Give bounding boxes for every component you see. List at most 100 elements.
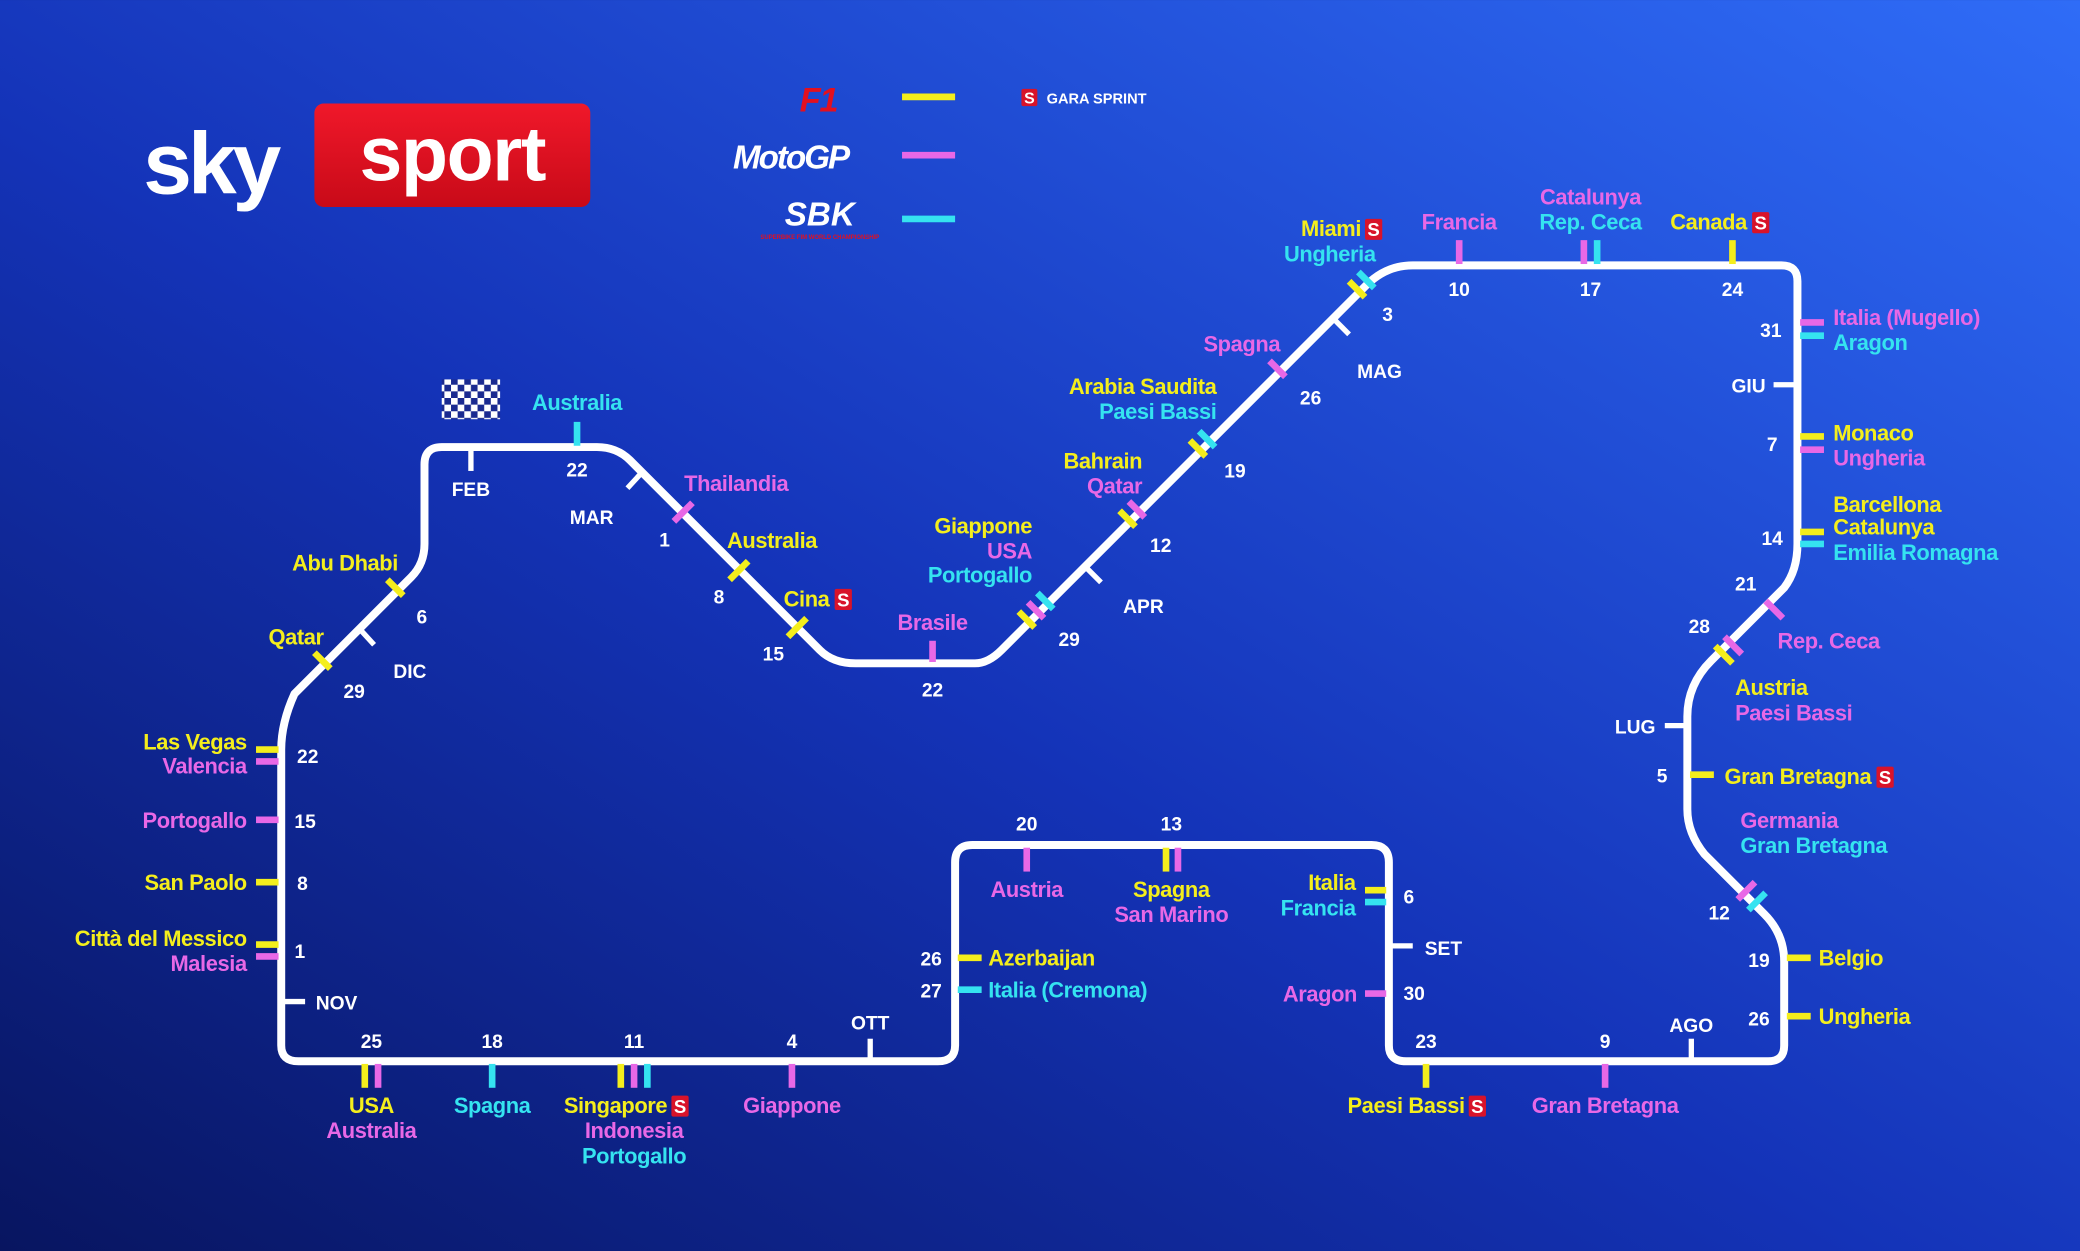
date-label: 20: [1016, 814, 1037, 835]
race-label: Gran Bretagna: [1532, 1093, 1680, 1118]
date-label: 11: [624, 1032, 645, 1053]
date-label: 27: [920, 982, 941, 1003]
race-label: Miami: [1301, 216, 1361, 241]
race-label: Giappone: [934, 513, 1032, 538]
race-label: Gran Bretagna: [1740, 833, 1888, 858]
race-label: Ungheria: [1819, 1004, 1912, 1029]
race-tick-sbk: [1196, 428, 1218, 450]
sprint-badge-icon: [1468, 1095, 1486, 1117]
race-label: Australia: [532, 390, 623, 415]
race-label: Giappone: [743, 1093, 841, 1118]
race-label: Paesi Bassi: [1735, 700, 1852, 725]
race-tick-motogp: [671, 500, 695, 524]
date-label: 22: [922, 680, 943, 701]
race-tick-f1: [1712, 643, 1735, 666]
race-label: Catalunya: [1833, 515, 1935, 540]
date-label: 19: [1748, 951, 1769, 972]
race-label: Arabia Saudita: [1069, 374, 1218, 399]
race-label: Città del Messico: [75, 926, 247, 951]
race-tick-f1: [312, 650, 333, 671]
date-label: 5: [1657, 767, 1668, 788]
sprint-badge-icon: [1021, 88, 1038, 107]
race-label: Rep. Ceca: [1778, 629, 1881, 654]
date-label: 26: [1300, 389, 1321, 410]
date-label: 29: [343, 682, 364, 703]
race-label: Ungheria: [1833, 446, 1926, 471]
race-label: Thailandia: [684, 471, 789, 496]
race-tick-f1: [727, 558, 751, 583]
checkered-flag-icon: [441, 379, 501, 420]
race-label: Portogallo: [582, 1143, 686, 1168]
race-label: Las Vegas: [143, 730, 247, 755]
sprint-badge-icon: [671, 1095, 689, 1117]
month-label: FEB: [452, 480, 490, 501]
race-label: San Marino: [1114, 902, 1228, 927]
sprint-badge-icon: [1876, 766, 1894, 788]
race-label: Emilia Romagna: [1833, 540, 1999, 565]
sprint-badge-letter: S: [1471, 1096, 1483, 1117]
sky-sport-logo: sky sport: [143, 103, 591, 213]
race-label: Qatar: [1087, 474, 1143, 499]
race-tick-motogp: [1126, 499, 1148, 520]
race-label: Austria: [1735, 675, 1809, 700]
month-tick: [1331, 316, 1351, 337]
race-label: Spagna: [454, 1093, 532, 1118]
race-label: Canada: [1670, 210, 1748, 235]
race-label: Valencia: [162, 753, 248, 778]
race-label: Abu Dhabi: [292, 550, 398, 575]
sprint-legend-label: GARA SPRINT: [1047, 92, 1147, 108]
race-label: Australia: [326, 1118, 417, 1143]
sbk-logo: SBK: [785, 197, 857, 234]
race-tick-sbk: [1356, 269, 1377, 291]
date-label: 7: [1767, 435, 1778, 456]
sprint-badge-icon: [1365, 218, 1383, 240]
month-label: NOV: [316, 994, 358, 1015]
race-label: Barcellona: [1833, 492, 1942, 517]
date-label: 22: [297, 747, 318, 768]
race-tick-sbk: [1035, 590, 1056, 612]
month-tick: [625, 470, 644, 490]
race-label: Spagna: [1133, 877, 1211, 902]
month-label: SET: [1425, 939, 1463, 960]
race-tick-sbk: [1746, 890, 1768, 913]
date-label: 25: [361, 1032, 383, 1053]
legend: F1 MotoGP SBK SUPERBIKE FIM WORLD CHAMPI…: [733, 81, 1147, 240]
race-label: Qatar: [269, 625, 325, 650]
race-label: Germania: [1740, 808, 1839, 833]
logo-sport: sport: [360, 111, 546, 197]
race-label: Spagna: [1203, 332, 1281, 357]
date-label: 12: [1150, 536, 1171, 557]
race-label: Monaco: [1833, 420, 1913, 445]
race-label: Malesia: [170, 951, 247, 976]
race-tick-motogp: [1722, 634, 1745, 657]
race-label: Aragon: [1283, 982, 1357, 1007]
date-label: 10: [1448, 280, 1469, 301]
race-label: Italia (Mugello): [1833, 305, 1980, 330]
race-tick-f1: [1187, 438, 1209, 459]
sprint-badge-letter: S: [1879, 767, 1891, 788]
motogp-logo: MotoGP: [733, 140, 851, 177]
race-label: USA: [349, 1093, 395, 1118]
race-label: Rep. Ceca: [1539, 210, 1642, 235]
month-label: DIC: [393, 662, 426, 683]
date-label: 13: [1161, 814, 1182, 835]
race-label: Francia: [1422, 210, 1498, 235]
race-label: Australia: [727, 528, 818, 553]
logo-sky: sky: [143, 115, 281, 213]
race-label: Portogallo: [143, 808, 247, 833]
date-label: 6: [416, 608, 427, 629]
date-label: 3: [1382, 305, 1393, 326]
race-label: Ungheria: [1284, 241, 1377, 266]
race-label: Brasile: [897, 610, 967, 635]
race-label: Paesi Bassi: [1099, 399, 1216, 424]
race-label: Indonesia: [585, 1118, 685, 1143]
date-label: 23: [1415, 1032, 1436, 1053]
date-label: 12: [1708, 903, 1729, 924]
sprint-badge-letter: S: [1755, 213, 1767, 234]
date-label: 9: [1600, 1032, 1611, 1053]
date-label: 28: [1689, 617, 1711, 638]
race-label: USA: [987, 539, 1033, 564]
race-label: Singapore: [564, 1093, 668, 1118]
race-label: Paesi Bassi: [1347, 1093, 1464, 1118]
